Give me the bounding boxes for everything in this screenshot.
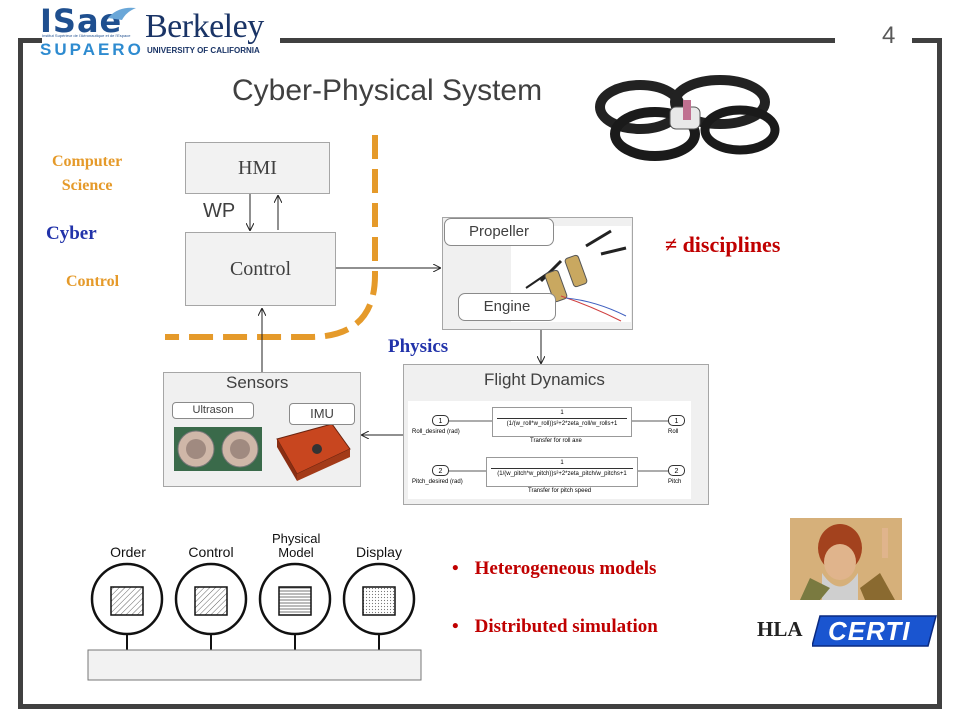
imu-sensor-image — [276, 423, 351, 481]
page-title: Cyber-Physical System — [232, 74, 543, 107]
roll-out-label: Roll — [668, 429, 679, 435]
computer-science-label: Computer Science — [52, 150, 122, 198]
certi-logo-shape — [812, 615, 937, 647]
isae-logo-text: ISae — [40, 2, 123, 40]
federates-graphics — [87, 562, 422, 681]
pitch-transfer-fn: 1 (1/(w_pitch*w_pitch))s²+2*zeta_pitch/w… — [486, 457, 638, 487]
drone-image — [595, 75, 780, 161]
roll-transfer-fn: 1 (1/(w_roll*w_roll))s²+2*zeta_roll/w_ro… — [492, 407, 632, 437]
computer-science-line1: Computer — [52, 153, 123, 170]
isae-supaero-logo: ISae Institut Supérieur de l'Aéronautiqu… — [40, 2, 141, 62]
roll-in-port: 1 — [432, 415, 449, 426]
pitch-tf-denominator: (1/(w_pitch*w_pitch))s²+2*zeta_pitch/w_p… — [491, 468, 633, 479]
roll-tf-caption: Transfer for roll axe — [530, 438, 582, 444]
bullet-dot: • — [452, 616, 459, 637]
federate-control-icon — [174, 562, 248, 650]
cyber-label: Cyber — [46, 223, 97, 244]
flight-dynamics-title: Flight Dynamics — [484, 370, 605, 389]
flight-dynamics-block[interactable]: Flight Dynamics 1 Roll_desired (rad) 1 (… — [403, 364, 709, 505]
ultrason-label: Ultrason — [192, 404, 234, 416]
federate-display-icon — [342, 562, 416, 650]
ultrason-callout: Ultrason — [172, 402, 254, 419]
sensors-title: Sensors — [226, 373, 289, 392]
roll-in-port-number: 1 — [438, 418, 443, 425]
bird-icon — [108, 7, 136, 20]
federates-diagram: Order Control Physical Model Display — [86, 530, 426, 682]
pitch-in-label: Pitch_desired (rad) — [412, 479, 463, 485]
engine-callout: Engine — [458, 293, 556, 321]
pitch-in-port-number: 2 — [438, 468, 443, 475]
bullet-dot: • — [452, 558, 459, 579]
isae-small-text: Institut Supérieur de l'Aéronautique et … — [42, 33, 131, 38]
federate-label-control: Control — [188, 544, 234, 560]
roll-out-port: 1 — [668, 415, 685, 426]
bullet-text: Distributed simulation — [474, 616, 658, 637]
physics-label: Physics — [388, 336, 449, 357]
frame-bottom — [18, 704, 942, 709]
roll-out-port-number: 1 — [674, 418, 679, 425]
federate-label-physical-model: Physical Model — [272, 531, 321, 560]
frame-left — [18, 38, 23, 708]
bullet-text: Heterogeneous models — [474, 558, 657, 579]
supaero-logo-text: SUPAERO — [40, 40, 144, 59]
portrait-image — [790, 518, 902, 600]
federate-order-icon — [90, 562, 164, 650]
pitch-tf-numerator: 1 — [560, 460, 564, 466]
rti-bus — [87, 649, 422, 681]
pitch-in-port: 2 — [432, 465, 449, 476]
berkeley-logo-text: Berkeley — [145, 8, 264, 45]
cyber-boundary-line — [165, 135, 378, 340]
pitch-out-port-number: 2 — [674, 468, 679, 475]
ultrasonic-sensor-image — [174, 427, 262, 471]
control-discipline-label: Control — [66, 273, 120, 290]
pitch-out-label: Pitch — [668, 479, 682, 485]
berkeley-sub-text: UNIVERSITY OF CALIFORNIA — [147, 46, 260, 55]
engine-label: Engine — [483, 298, 531, 315]
simulink-diagram: 1 Roll_desired (rad) 1 (1/(w_roll*w_roll… — [408, 401, 691, 499]
federate-label-display: Display — [356, 544, 402, 560]
imu-callout: IMU — [289, 403, 355, 425]
bullet-item: • Heterogeneous models — [452, 558, 656, 580]
sensors-block[interactable]: Sensors — [163, 372, 361, 487]
propeller-callout: Propeller — [444, 218, 554, 246]
federate-physical-model-icon — [258, 562, 332, 650]
control-block[interactable]: Control — [185, 232, 336, 306]
disciplines-label: ≠ disciplines — [665, 232, 781, 257]
pitch-out-port: 2 — [668, 465, 685, 476]
wp-label: WP — [203, 200, 236, 222]
hmi-label: HMI — [238, 156, 277, 179]
certi-logo: CERTI — [812, 610, 938, 650]
hmi-block[interactable]: HMI — [185, 142, 330, 194]
certi-logo-text: CERTI — [828, 616, 911, 646]
imu-label: IMU — [310, 406, 334, 421]
roll-tf-denominator: (1/(w_roll*w_roll))s²+2*zeta_roll/w_roll… — [497, 418, 627, 429]
hla-label: HLA — [757, 617, 803, 641]
frame-right — [937, 38, 942, 708]
federate-label-order: Order — [110, 544, 146, 560]
frame-top-right — [280, 38, 835, 43]
pitch-tf-caption: Transfer for pitch speed — [528, 488, 592, 494]
frame-top-right-end — [912, 38, 940, 43]
simulink-lines — [449, 420, 668, 472]
computer-science-line2: Science — [61, 177, 113, 194]
roll-in-label: Roll_desired (rad) — [412, 429, 460, 435]
berkeley-logo: Berkeley UNIVERSITY OF CALIFORNIA — [145, 8, 280, 58]
propeller-label: Propeller — [468, 223, 530, 240]
roll-tf-numerator: 1 — [560, 410, 564, 416]
frame-top-left — [18, 38, 42, 43]
page-number: 4 — [882, 22, 896, 49]
control-block-label: Control — [229, 257, 292, 280]
bullet-item: • Distributed simulation — [452, 616, 658, 638]
